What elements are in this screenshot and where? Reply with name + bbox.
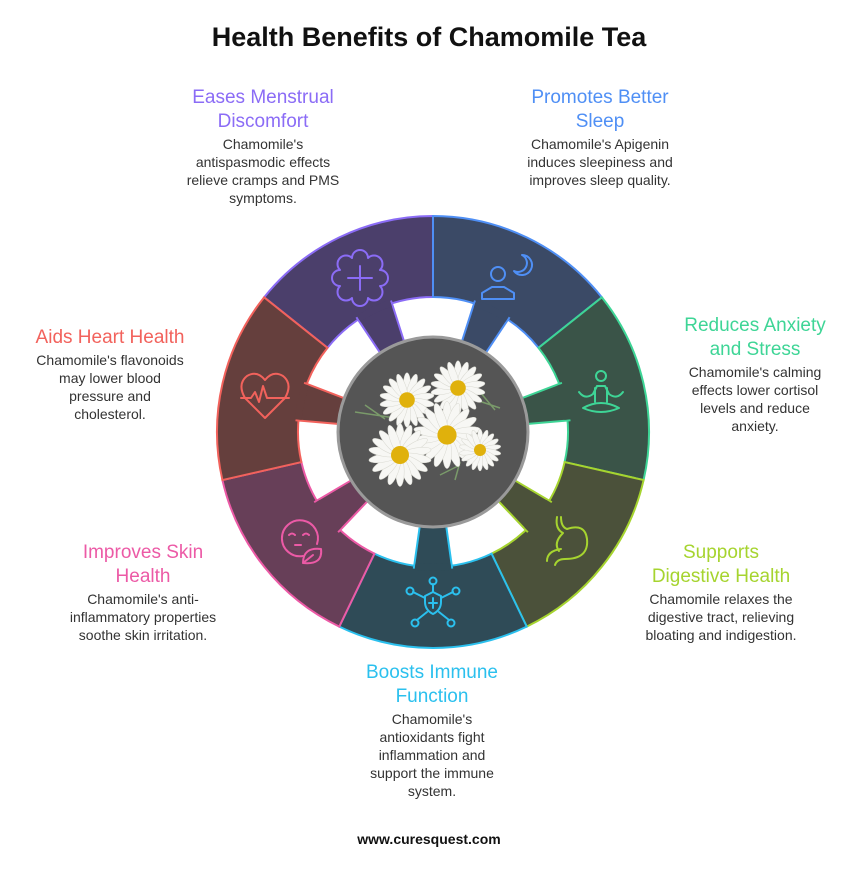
daisy: [459, 428, 501, 472]
benefit-description-line: effects lower cortisol: [691, 382, 819, 398]
flower-plus-icon: [331, 249, 389, 307]
person-moon-icon: [481, 254, 533, 300]
benefit-description: Chamomile's antioxidants fight inflammatio…: [312, 710, 552, 800]
benefit-description-line: antispasmodic effects: [195, 154, 331, 170]
benefit-title-line: Improves Skin: [82, 542, 204, 563]
benefit-title-line: Eases Menstrual: [192, 87, 334, 108]
daisy: [368, 423, 432, 487]
benefit-description-line: Chamomile's flavonoids: [36, 352, 184, 368]
benefit-description-line: anxiety.: [731, 418, 779, 434]
benefit-description-line: relieve cramps and PMS: [186, 172, 340, 188]
benefit-title-line: Aids Heart Health: [35, 327, 185, 348]
benefit-description-line: Chamomile's: [222, 136, 304, 152]
benefit-description-line: soothe skin irritation.: [78, 627, 208, 643]
daisy: [379, 372, 435, 428]
benefit-title-line: Reduces Anxiety: [684, 315, 826, 336]
website-url: www.curesquest.com: [357, 831, 501, 847]
benefit-description-line: improves sleep quality.: [529, 172, 671, 188]
benefit-description-line: Chamomile's: [391, 711, 473, 727]
benefit-description-line: Chamomile's calming: [688, 364, 822, 380]
chamomile-flowers-image: [354, 360, 501, 487]
benefit-description-line: support the immune: [370, 765, 494, 781]
benefit-description-line: Chamomile's anti-: [87, 591, 199, 607]
benefit-description-line: may lower blood: [59, 370, 161, 386]
benefit-description: Chamomile relaxes the digestive tract, re…: [601, 590, 841, 644]
benefit-description: Chamomile's calming effects lower cortiso…: [635, 363, 858, 435]
benefit-description: Chamomile's flavonoids may lower blood pre…: [0, 351, 230, 423]
benefit-description: Chamomile's antispasmodic effects relieve …: [143, 135, 383, 207]
benefit-description-line: inflammation and: [378, 747, 486, 763]
benefit-title: Reduces Anxiety and Stress: [635, 314, 858, 362]
benefit-description-line: levels and reduce: [700, 400, 810, 416]
benefit-description-line: antioxidants fight: [379, 729, 485, 745]
page-title: Health Benefits of Chamomile Tea: [211, 22, 647, 52]
benefit-title-line: Digestive Health: [651, 566, 791, 587]
benefit-description-line: symptoms.: [229, 190, 297, 206]
benefit-description-line: Chamomile's Apigenin: [530, 136, 670, 152]
benefit-title-line: Promotes Better: [531, 87, 669, 108]
benefit-description-line: system.: [407, 783, 457, 799]
meditation-icon: [578, 370, 624, 413]
benefit-title-line: Sleep: [575, 111, 625, 132]
benefit-description: Chamomile's anti-inflammatory properties…: [23, 590, 263, 644]
benefit-description-line: cholesterol.: [74, 406, 146, 422]
benefit-description-line: induces sleepiness and: [527, 154, 673, 170]
benefit-description-line: inflammatory properties: [69, 609, 217, 625]
benefit-description-line: digestive tract, relieving: [647, 609, 795, 625]
benefit-title-line: and Stress: [709, 339, 801, 360]
face-leaf-icon: [280, 519, 323, 565]
benefit-title: Aids Heart Health: [0, 326, 230, 350]
benefit-title-line: Discomfort: [217, 111, 309, 132]
benefit-title-line: Boosts Immune: [366, 662, 498, 683]
benefit-title-line: Supports: [682, 542, 760, 563]
benefit-description-line: bloating and indigestion.: [645, 627, 797, 643]
immune-shield-icon: [405, 576, 461, 628]
benefit-description: Chamomile's Apigenin induces sleepiness a…: [480, 135, 720, 189]
benefit-description-line: pressure and: [69, 388, 151, 404]
benefit-title-line: Health: [115, 566, 171, 587]
benefit-title-line: Function: [395, 686, 469, 707]
benefit-description-line: Chamomile relaxes the: [649, 591, 793, 607]
heart-pulse-icon: [240, 372, 290, 419]
stomach-icon: [546, 516, 589, 566]
